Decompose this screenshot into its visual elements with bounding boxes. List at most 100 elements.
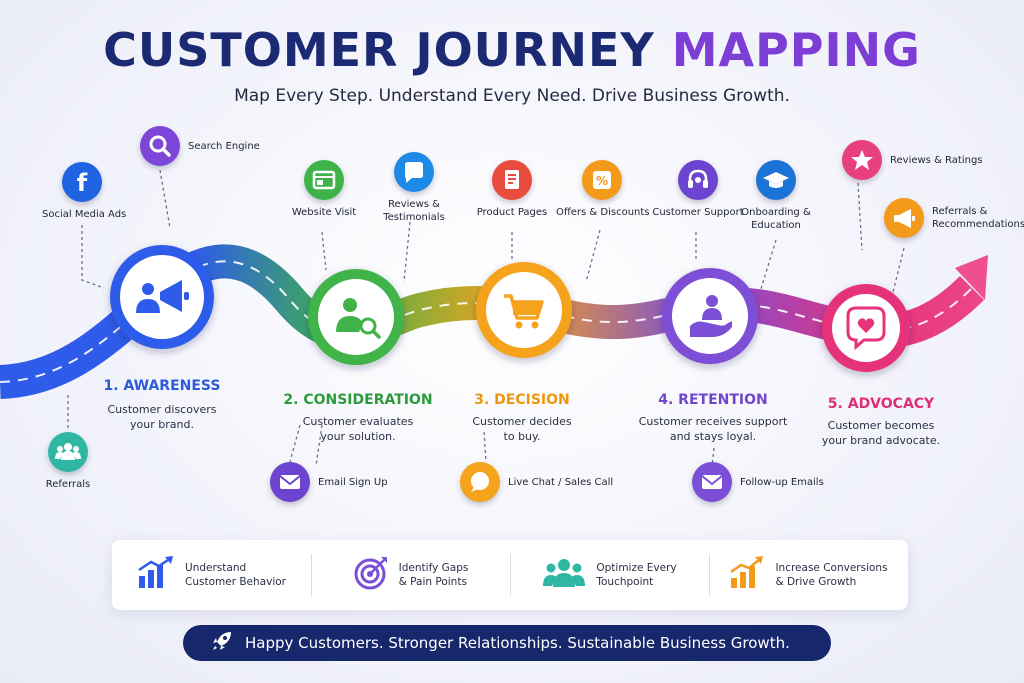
benefit-line: & Pain Points [398,576,467,588]
stage-desc-line: your solution. [320,430,396,443]
graduation-cap-icon [756,160,796,200]
facebook-icon: f [62,162,102,202]
footer-text: Happy Customers. Stronger Relationships.… [245,634,790,652]
benefit-line: Customer Behavior [185,576,286,588]
touchpoint-label: Follow-up Emails [740,476,824,488]
star-icon [842,140,882,180]
touchpoint-label-line: Referrals & [932,206,988,217]
title-part-2: MAPPING [671,23,921,77]
megaphone-icon [884,198,924,238]
browser-window-icon [304,160,344,200]
stage-desc-line: Customer becomes [827,419,935,432]
stage-desc-line: your brand. [130,418,194,431]
touchpoint-label: Product Pages [476,207,548,218]
chart-up-icon [729,556,765,594]
stage-desc-line: your brand advocate. [821,434,941,447]
touchpoint-label: Social Media Ads [42,209,127,220]
svg-text:%: % [596,174,608,188]
touchpoint-label: Customer Support [652,207,744,218]
touchpoint-label: Email Sign Up [318,476,388,488]
touchpoint-label-line: Recommendations [932,219,1024,230]
touchpoint-label: Education [751,220,801,231]
hand-user-icon [690,295,732,337]
stage-title-advocacy: 5. ADVOCACY [827,396,935,412]
users-group-icon [48,432,88,472]
discount-tag-icon: % [582,160,622,200]
touchpoint-label: Testimonials [383,212,445,223]
benefit-line: Understand [185,562,247,574]
benefit-line: Optimize Every [596,562,677,574]
touchpoint-product-pages: Product Pages [474,160,550,219]
touchpoint-referrals-recommendations: Referrals & Recommendations [884,198,1024,238]
chat-bubble-icon [394,152,434,192]
bar-growth-icon [137,556,175,594]
touchpoint-live-chat: Live Chat / Sales Call [460,462,613,502]
stage-title-consideration: 2. CONSIDERATION [283,392,433,408]
stage-desc-line: Customer evaluates [302,415,414,428]
touchpoint-label: Live Chat / Sales Call [508,476,614,488]
benefit-line: & Drive Growth [775,576,857,588]
benefit-line: Increase Conversions [775,562,888,574]
touchpoint-onboarding-education: Onboarding & Education [736,160,816,232]
touchpoint-referrals: Referrals [32,432,104,491]
touchpoint-reviews-testimonials: Reviews & Testimonials [372,152,456,224]
stage-desc-decision: Customer decides to buy. [452,414,592,444]
benefit-item: Increase Conversions & Drive Growth [709,540,908,610]
stage-desc-advocacy: Customer becomes your brand advocate. [806,418,956,448]
footer-banner: Happy Customers. Stronger Relationships.… [183,625,831,661]
page-title: CUSTOMER JOURNEY MAPPING [0,22,1024,78]
touchpoint-email-sign-up: Email Sign Up [270,462,388,502]
touchpoint-label: Reviews & Ratings [890,154,983,166]
stage-desc-consideration: Customer evaluates your solution. [278,414,438,444]
page-subtitle: Map Every Step. Understand Every Need. D… [234,86,790,106]
envelope-icon [692,462,732,502]
road-arrow-head [955,255,988,300]
stage-desc-awareness: Customer discovers your brand. [92,402,232,432]
users-group-icon [542,557,586,593]
touchpoint-label: Website Visit [291,207,357,218]
touchpoint-label: Referrals [45,479,91,490]
target-icon [353,555,389,595]
envelope-icon [270,462,310,502]
touchpoint-social-media-ads: f Social Media Ads [42,162,127,221]
stage-title-retention: 4. RETENTION [658,392,768,408]
touchpoint-label: Reviews & [388,199,440,210]
rocket-icon [211,630,233,656]
shopping-cart-icon [504,294,544,329]
touchpoint-customer-support: Customer Support [652,160,744,219]
touchpoint-label: Referrals & Recommendations [932,205,1024,231]
benefit-line: Identify Gaps [398,562,469,574]
connector-lines [67,169,905,467]
stage-desc-line: Customer receives support [638,415,788,428]
title-part-1: CUSTOMER JOURNEY [103,23,655,77]
heart-chat-icon [846,306,886,351]
touchpoint-label: Search Engine [188,140,260,152]
benefit-line: Touchpoint [596,576,654,588]
headset-icon [678,160,718,200]
stage-desc-line: and stays loyal. [669,430,757,443]
svg-text:f: f [77,169,88,197]
chat-bubble-icon [460,462,500,502]
stage-title-awareness: 1. AWARENESS [103,378,221,394]
touchpoint-label: Offers & Discounts [556,207,650,218]
stage-desc-retention: Customer receives support and stays loya… [628,414,798,444]
user-search-icon [336,298,381,339]
benefit-item: Identify Gaps & Pain Points [311,540,510,610]
touchpoint-offers-discounts: % Offers & Discounts [556,160,650,219]
stage-desc-line: Customer discovers [107,403,217,416]
touchpoint-follow-up-emails: Follow-up Emails [692,462,824,502]
touchpoint-website-visit: Website Visit [284,160,364,219]
touchpoint-search-engine: Search Engine [140,126,260,166]
search-icon [140,126,180,166]
stage-desc-line: Customer decides [472,415,572,428]
touchpoint-reviews-ratings: Reviews & Ratings [842,140,983,180]
document-icon [492,160,532,200]
stage-title-decision: 3. DECISION [474,392,570,408]
touchpoint-label: Onboarding & [741,207,811,218]
megaphone-user-icon [136,280,189,313]
stage-desc-line: to buy. [503,430,541,443]
